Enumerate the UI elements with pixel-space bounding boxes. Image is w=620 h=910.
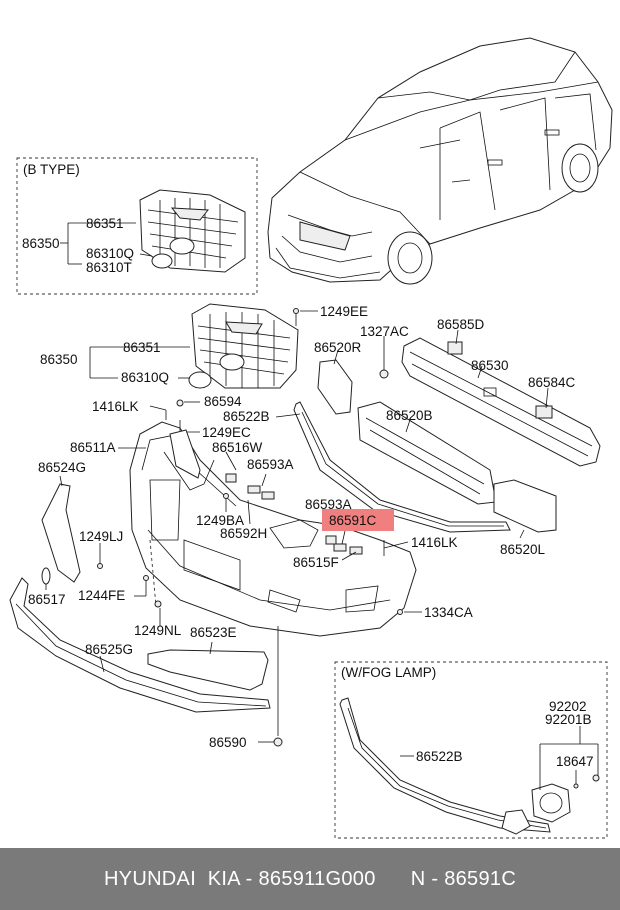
label-86592h: 86592H (220, 526, 267, 541)
label-86593a-b: 86593A (305, 497, 352, 512)
label-1249ee: 1249EE (320, 304, 368, 319)
label-86310q: 86310Q (121, 370, 169, 385)
main-emblem (188, 371, 212, 389)
label-86590: 86590 (209, 735, 247, 750)
footer-text: HYUNDAI KIA - 865911G000 N - 86591C (103, 867, 517, 890)
label-86351: 86351 (123, 340, 161, 355)
label-1249ba: 1249BA (196, 513, 244, 528)
label-86517: 86517 (28, 592, 66, 607)
label-86585d: 86585D (437, 317, 485, 332)
label-1249ec: 1249EC (202, 425, 251, 440)
fog-lamp-title: (W/FOG LAMP) (341, 665, 436, 680)
label-86584c: 86584C (528, 375, 576, 390)
label-86520l: 86520L (500, 542, 546, 557)
bracket-86516w (169, 429, 201, 479)
label-b-86310q: 86310Q (86, 246, 134, 261)
lower-lip-86525g (9, 577, 271, 713)
label-1249nl: 1249NL (134, 623, 182, 638)
fog-lamp-box (334, 661, 608, 839)
label-1416lk-a: 1416LK (92, 399, 139, 414)
fog-lamp (501, 783, 571, 835)
b-type-emblem (151, 253, 173, 269)
b-type-box (16, 157, 258, 295)
label-86594: 86594 (204, 394, 242, 409)
label-86523e: 86523E (190, 625, 237, 640)
label-1244fe: 1244FE (78, 588, 125, 603)
label-b-86310t: 86310T (86, 260, 132, 275)
bumper-beam (401, 337, 601, 467)
b-type-title: (B TYPE) (23, 162, 80, 177)
label-1327ac: 1327AC (360, 324, 409, 339)
label-86525g: 86525G (85, 642, 133, 657)
label-1416lk-b: 1416LK (411, 535, 458, 550)
label-86520b: 86520B (386, 408, 433, 423)
label-18647: 18647 (556, 754, 594, 769)
label-86520r: 86520R (314, 340, 362, 355)
side-piece-86524g (41, 483, 81, 583)
label-86350: 86350 (40, 352, 78, 367)
label-86511a: 86511A (70, 440, 116, 455)
label-92201b: 92201B (545, 712, 592, 727)
label-86591c: 86591C (329, 513, 377, 528)
highlight-86591c (322, 509, 394, 531)
lower-grille-86522b (293, 401, 511, 533)
label-b-86350: 86350 (22, 236, 60, 251)
label-86515f: 86515F (293, 555, 339, 570)
garnish-86523e (147, 649, 269, 691)
label-92202: 92202 (549, 699, 587, 714)
label-86593a-a: 86593A (247, 457, 294, 472)
parts-diagram: (B TYPE) 86351 86350 86310Q 86310T 86351… (9, 37, 613, 839)
main-grille (191, 303, 299, 389)
absorber-86520l (493, 479, 557, 533)
label-1334ca: 1334CA (424, 605, 473, 620)
part-number-footer: HYUNDAI KIA - 865911G000 N - 86591C (0, 848, 620, 910)
label-86516w: 86516W (212, 440, 263, 455)
label-86530: 86530 (471, 358, 509, 373)
label-1249lj: 1249LJ (79, 529, 123, 544)
absorber-86520r (317, 359, 353, 415)
car-illustration (267, 37, 613, 285)
label-86524g: 86524G (38, 460, 86, 475)
fog-lower-grille (339, 697, 551, 833)
label-86522b: 86522B (223, 409, 270, 424)
label-b-86351: 86351 (86, 216, 124, 231)
label-fog-86522b: 86522B (416, 749, 463, 764)
b-type-grille (139, 189, 246, 273)
